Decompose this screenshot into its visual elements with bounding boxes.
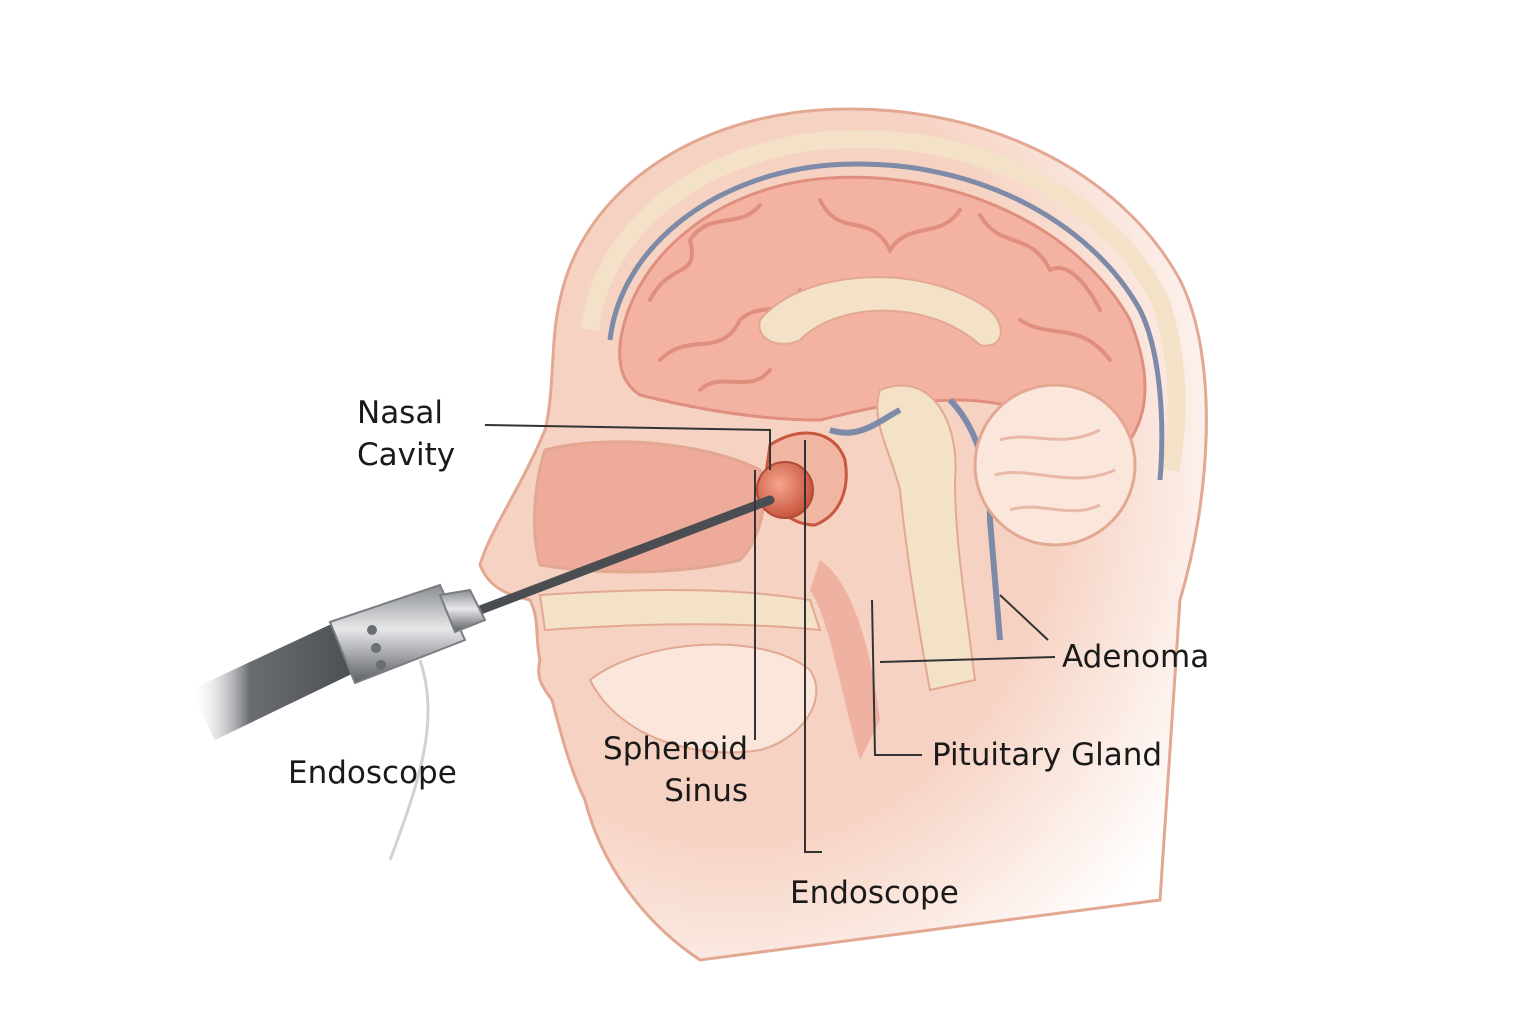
palate — [538, 589, 822, 632]
cerebellum-folds — [994, 428, 1116, 513]
endoscope-grip — [328, 583, 467, 685]
label-nasal-cavity: Nasal Cavity — [357, 392, 455, 476]
endoscope-tip — [438, 588, 487, 634]
brainstem — [876, 384, 977, 692]
brain-folds — [648, 198, 1112, 392]
label-sphenoid-sinus: Sphenoid Sinus — [596, 728, 748, 812]
label-pituitary-gland: Pituitary Gland — [932, 737, 1163, 773]
label-endoscope-left: Endoscope — [288, 755, 457, 791]
endoscope-handle — [190, 620, 360, 740]
leader-lines — [484, 424, 1056, 853]
cerebellum — [973, 383, 1137, 547]
leader-pituitary-gland — [871, 599, 922, 756]
label-endoscope-bottom: Endoscope — [790, 875, 959, 911]
label-adenoma: Adenoma — [1062, 639, 1210, 675]
nasal-cavity — [533, 440, 766, 574]
label-line: Nasal — [357, 395, 443, 431]
label-line: Cavity — [357, 437, 456, 473]
pharynx — [810, 560, 880, 760]
leader-pituitary — [879, 656, 1056, 663]
label-line: Sinus — [664, 773, 748, 809]
dura-line — [607, 161, 1165, 481]
leader-adenoma — [999, 594, 1049, 641]
endoscope-shaft — [470, 495, 775, 617]
tongue — [588, 643, 818, 754]
leader-endoscope-bottom — [804, 440, 822, 853]
endoscope-cable — [388, 659, 430, 861]
skull — [581, 130, 1186, 472]
label-line: Sphenoid — [603, 731, 748, 767]
grip-holes — [367, 625, 386, 670]
corpus-callosum — [758, 276, 1002, 347]
leader-nasal-cavity — [484, 424, 771, 470]
